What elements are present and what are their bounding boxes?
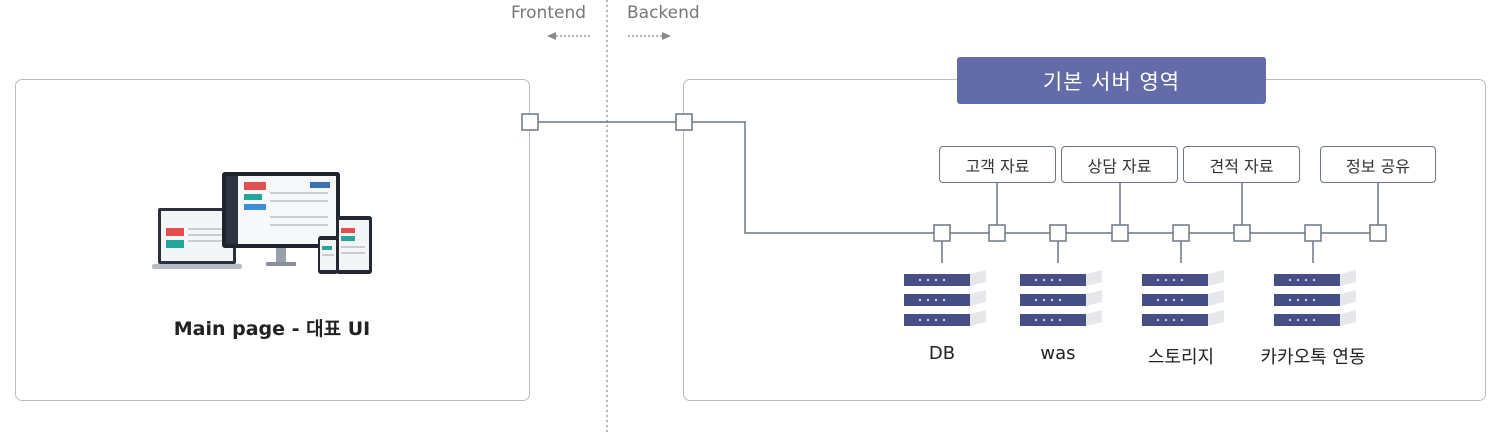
junction-node xyxy=(1111,224,1129,242)
backend-label: Backend xyxy=(627,3,700,23)
node-label-db: DB xyxy=(928,343,956,364)
node-label-kakaotalk: 카카오톡 연동 xyxy=(1260,347,1366,368)
left-arrow-icon xyxy=(547,32,590,40)
server-stack-icon xyxy=(1020,270,1102,326)
server-stack-icon xyxy=(1142,270,1224,326)
node-label-storage: 스토리지 xyxy=(1147,347,1215,368)
junction-node xyxy=(521,113,539,131)
tag-estimate-data: 견적 자료 xyxy=(1183,146,1300,183)
junction-node xyxy=(1172,224,1190,242)
server-stack-icon xyxy=(904,270,986,326)
junction-node xyxy=(1304,224,1322,242)
backend-panel xyxy=(683,79,1486,401)
junction-node xyxy=(1233,224,1251,242)
junction-node xyxy=(933,224,951,242)
tag-info-share: 정보 공유 xyxy=(1320,146,1436,183)
server-stack-icon xyxy=(1274,270,1356,326)
responsive-devices-icon xyxy=(152,172,372,274)
main-page-caption: Main page - 대표 UI xyxy=(173,318,371,340)
junction-node xyxy=(988,224,1006,242)
tag-consultation-data: 상담 자료 xyxy=(1061,146,1178,183)
frontend-label: Frontend xyxy=(511,3,587,23)
junction-node xyxy=(1049,224,1067,242)
tag-customer-data: 고객 자료 xyxy=(939,146,1056,183)
junction-node xyxy=(675,113,693,131)
node-label-was: was xyxy=(1040,343,1076,364)
server-area-title: 기본 서버 영역 xyxy=(957,57,1266,104)
right-arrow-icon xyxy=(628,32,671,40)
junction-node xyxy=(1369,224,1387,242)
